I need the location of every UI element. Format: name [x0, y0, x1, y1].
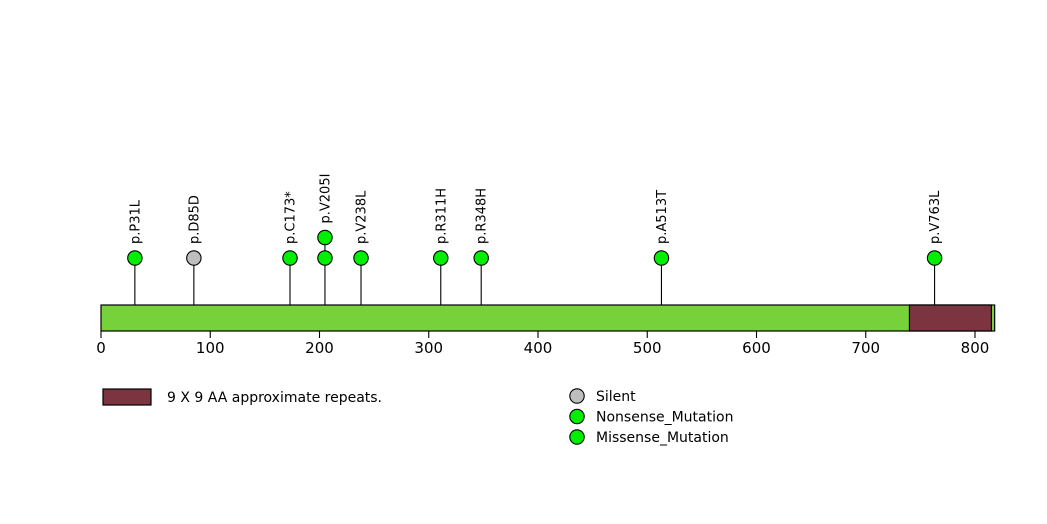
mutation-label-p.A513T: p.A513T — [655, 190, 670, 244]
legend-domain-label-0: 9 X 9 AA approximate repeats. — [167, 390, 382, 406]
axis-tick-label-700: 700 — [851, 339, 880, 357]
mutation-marker-p.V205I[interactable] — [317, 229, 333, 246]
mutation-label-p.C173*: p.C173* — [284, 191, 299, 244]
mutation-label-p.R348H: p.R348H — [475, 188, 490, 244]
mutation-marker-p.V763L[interactable] — [926, 250, 943, 266]
legend-marker-Missense_Mutation — [569, 429, 585, 445]
mutation-markers-layer — [127, 229, 943, 266]
mutation-label-p.R311H: p.R311H — [434, 188, 449, 244]
mutation-marker-p.R311H[interactable] — [433, 250, 449, 266]
mutation-marker-p.A513T[interactable] — [653, 250, 670, 266]
lollipop-stems-layer — [134, 237, 936, 305]
protein-domain-0[interactable] — [908, 304, 992, 332]
axis-tick-label-600: 600 — [742, 339, 771, 357]
legend-marker-Silent — [569, 388, 585, 404]
axis-tick-label-500: 500 — [633, 339, 662, 357]
mutation-labels-layer: p.P31L p.D85D p.C173* p.V205I p.V238L p.R311H… — [128, 174, 943, 244]
mutation-label-p.D85D: p.D85D — [187, 195, 202, 244]
axis-tick-label-200: 200 — [305, 339, 334, 357]
axis-tick-label-100: 100 — [196, 339, 225, 357]
legend-label-Silent: Silent — [596, 389, 636, 405]
legend-domain-swatch-0 — [102, 388, 152, 406]
mutation-label-p.P31L: p.P31L — [128, 199, 143, 244]
mutation-marker-p.V205I[interactable] — [317, 250, 333, 266]
mutation-marker-p.P31L[interactable] — [127, 250, 143, 266]
axis-tick-label-800: 800 — [961, 339, 990, 357]
mutation-marker-p.C173*[interactable] — [282, 250, 298, 266]
mutation-label-p.V763L: p.V763L — [928, 190, 943, 244]
legend-label-Missense_Mutation: Missense_Mutation — [596, 430, 729, 446]
protein-backbone — [100, 304, 996, 332]
mutation-label-p.V238L: p.V238L — [355, 190, 370, 244]
axis-tick-label-0: 0 — [96, 339, 106, 357]
mutation-marker-p.D85D[interactable] — [186, 250, 202, 266]
legend-marker-Nonsense_Mutation — [569, 408, 585, 425]
protein-domains-layer — [908, 304, 992, 332]
mutation-label-p.V205I: p.V205I — [318, 174, 333, 224]
protein-backbone-layer — [100, 304, 996, 332]
axis-tick-label-400: 400 — [524, 339, 553, 357]
mutation-marker-p.R348H[interactable] — [473, 250, 489, 266]
legend-label-Nonsense_Mutation: Nonsense_Mutation — [596, 410, 733, 426]
mutation-marker-p.V238L[interactable] — [353, 250, 369, 266]
axis-tick-label-300: 300 — [414, 339, 443, 357]
legend-layer: 9 X 9 AA approximate repeats. SilentNonse… — [102, 388, 733, 446]
position-axis-layer: 0 100 200 300 400 500 600 700 800 — [96, 331, 989, 357]
